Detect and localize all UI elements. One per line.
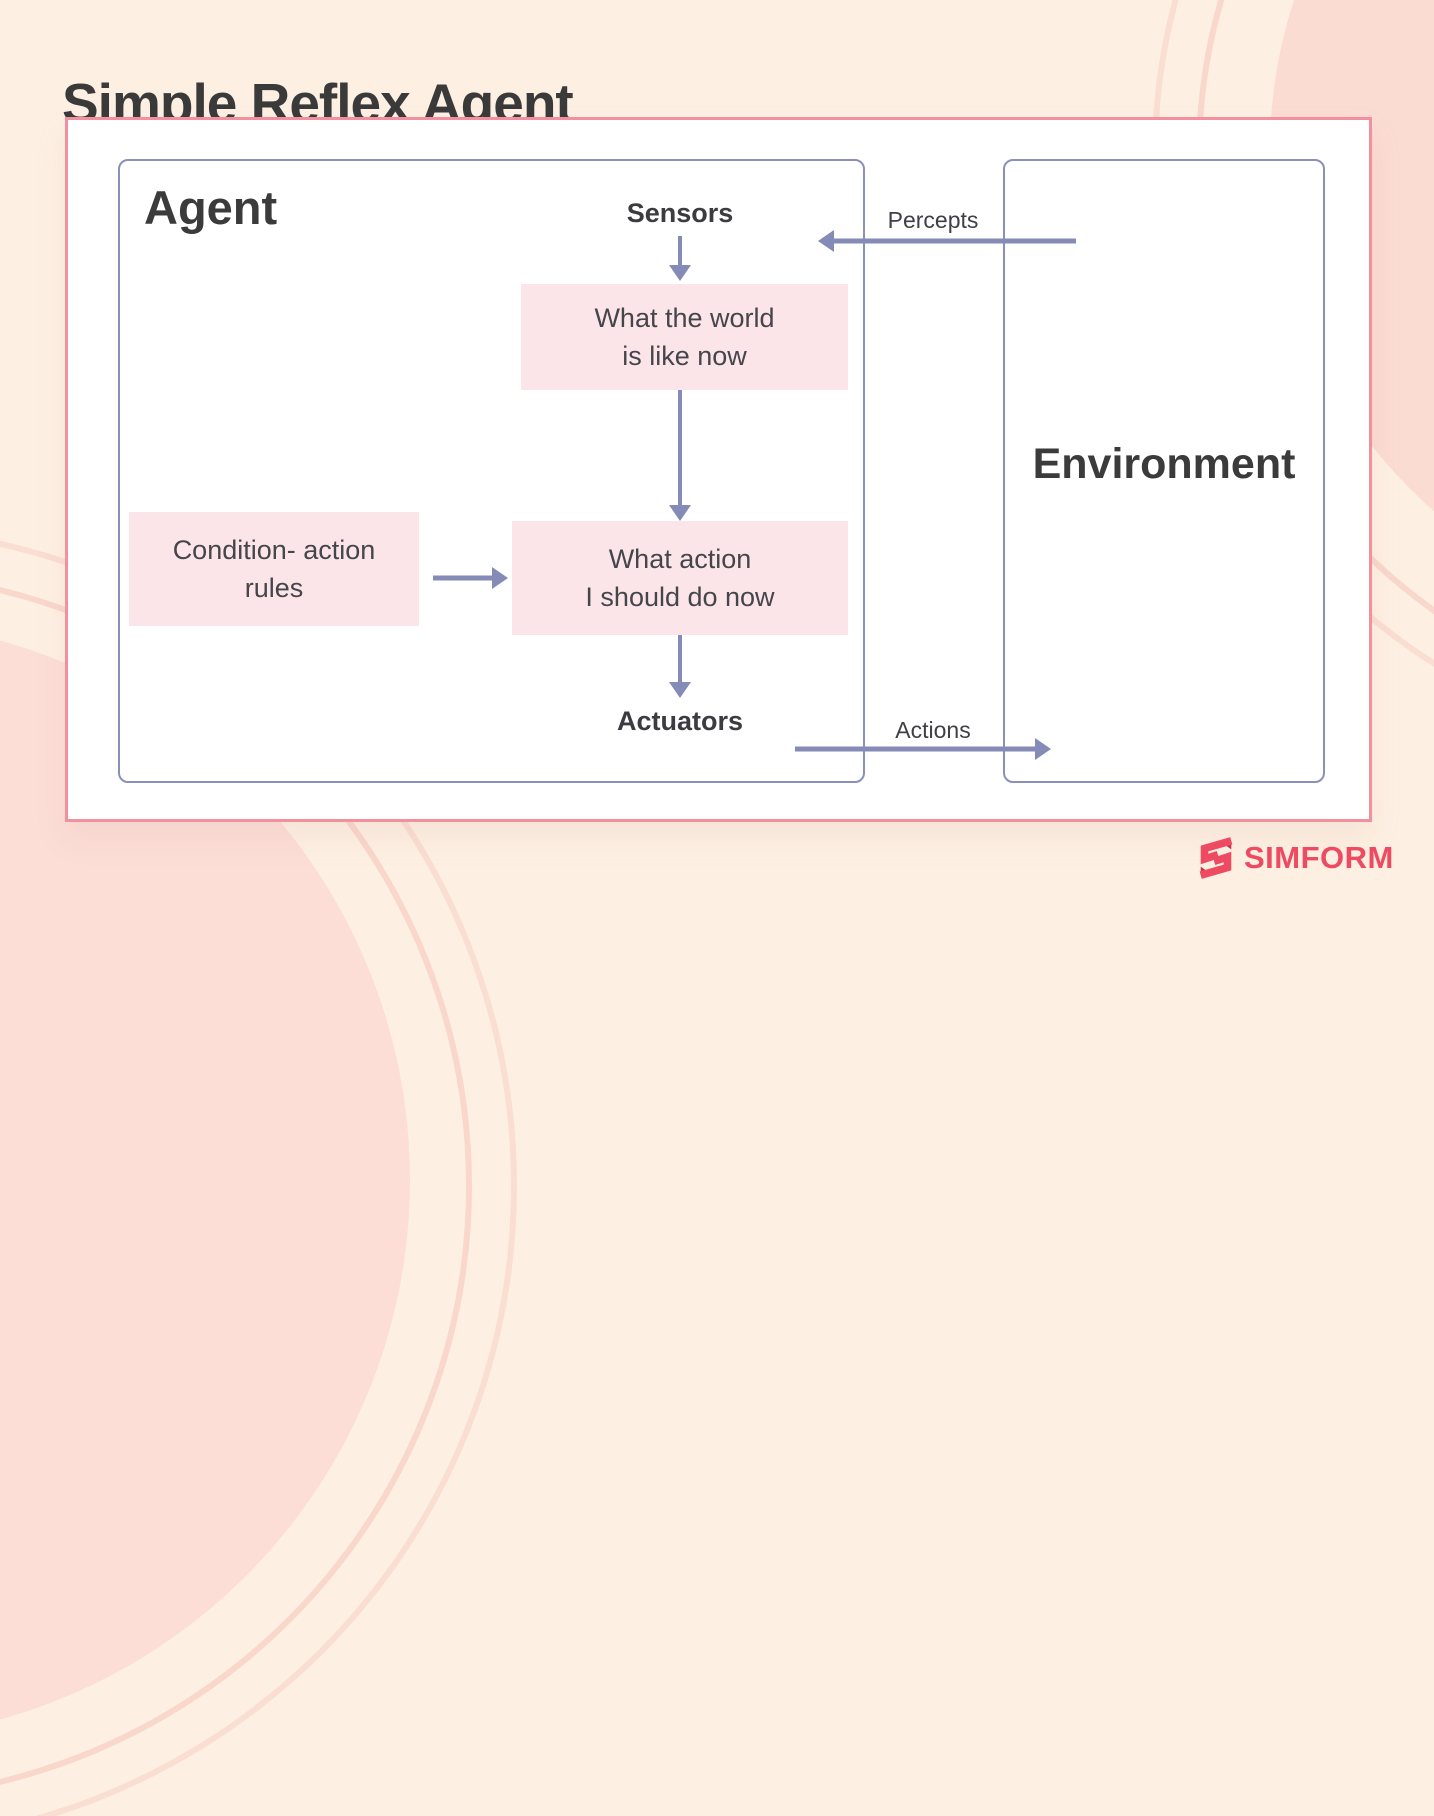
- condition-to-action-arrow: [433, 566, 508, 590]
- arrow-head-icon: [669, 682, 691, 698]
- sensors-to-world-arrow: [668, 236, 692, 281]
- percepts-label: Percepts: [887, 207, 979, 233]
- arrow-shaft: [678, 635, 682, 684]
- agent-box: [118, 159, 865, 783]
- diagram-panel: Agent Environment Sensors Actuators What…: [65, 117, 1372, 822]
- percepts-arrow: [818, 229, 1076, 253]
- arrow-shaft: [678, 236, 682, 267]
- simform-s-ribbon-icon: [1199, 837, 1233, 879]
- action-to-actuators-arrow: [668, 635, 692, 698]
- agent-label: Agent: [144, 181, 278, 234]
- sensors-label: Sensors: [626, 198, 734, 228]
- world-to-action-arrow: [668, 390, 692, 521]
- simform-logo: SIMFORM: [1195, 836, 1394, 880]
- world-state-box: What the world is like now: [521, 284, 848, 390]
- arrow-head-icon: [492, 567, 508, 589]
- arrow-shaft: [433, 575, 494, 581]
- environment-box: [1003, 159, 1325, 783]
- actions-label: Actions: [895, 717, 971, 743]
- condition-action-rules-box: Condition- action rules: [129, 512, 419, 626]
- environment-label: Environment: [1032, 440, 1296, 488]
- arrow-head-icon: [1035, 738, 1051, 760]
- arrow-head-icon: [669, 505, 691, 521]
- arrow-shaft: [795, 746, 1037, 752]
- arrow-shaft: [832, 238, 1076, 244]
- arrow-shaft: [678, 390, 682, 507]
- simform-logo-text: SIMFORM: [1244, 840, 1394, 875]
- arrow-head-icon: [818, 230, 834, 252]
- action-decision-box: What action I should do now: [512, 521, 848, 635]
- arrow-head-icon: [669, 265, 691, 281]
- actuators-label: Actuators: [616, 706, 744, 736]
- actions-arrow: [795, 737, 1051, 761]
